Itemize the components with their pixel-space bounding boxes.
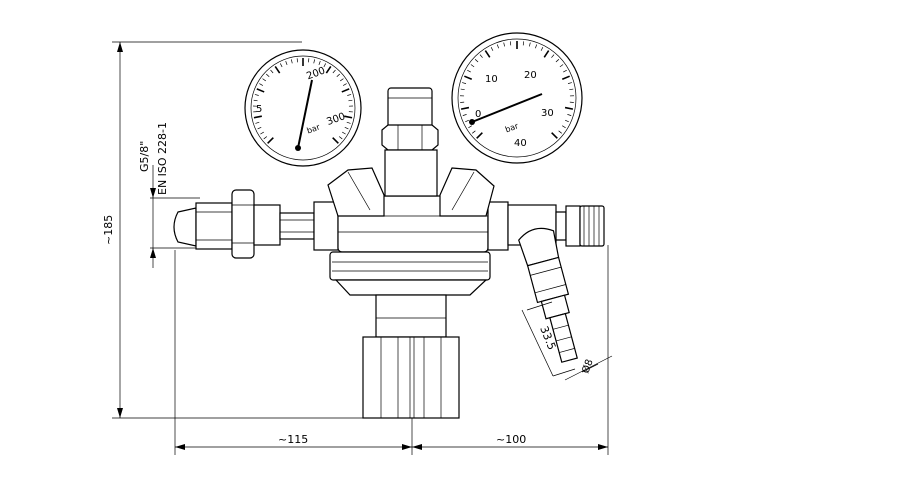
gauge-tick — [259, 83, 264, 86]
gauge-tick — [341, 88, 350, 93]
lp-label-0: 0 — [475, 109, 481, 120]
gauge-tick — [325, 65, 332, 74]
height-dimension: ~185 — [102, 41, 365, 419]
gauge-tick — [490, 47, 494, 51]
gauge-tick — [567, 82, 572, 84]
lp-unit-label: bar — [504, 121, 520, 134]
gauge-tick — [323, 63, 327, 68]
gauge-tick — [569, 88, 574, 91]
gauge-tick — [540, 47, 544, 51]
gauge-tick — [257, 126, 262, 130]
gauge-tick — [484, 50, 491, 58]
gauge-tick — [285, 60, 288, 65]
gauge-tick — [460, 88, 465, 91]
gauge-tick — [564, 106, 574, 110]
gauge-tick — [318, 60, 321, 65]
gauge-tick — [290, 59, 293, 64]
gauge-tick — [267, 137, 274, 144]
gauge-tick — [344, 126, 349, 130]
gauge-tick — [348, 99, 353, 102]
gauge-tick — [464, 75, 473, 80]
lp-label-10: 10 — [485, 74, 498, 85]
gauge-tick — [564, 119, 569, 123]
gauge-tick — [470, 64, 475, 68]
gauge-tick — [563, 69, 567, 73]
gauge-tick — [346, 121, 351, 124]
width-dimensions: ~115 ~100 — [174, 245, 609, 455]
gauge-tick — [253, 115, 262, 119]
gauge-tick — [336, 73, 340, 78]
gauge-tick — [332, 137, 339, 144]
gauge-tick — [562, 125, 566, 129]
hose-connector — [518, 227, 578, 363]
gauge-tick — [559, 64, 564, 68]
gauge-tick — [529, 42, 531, 47]
high-pressure-gauge: 5 200 300 bar — [244, 49, 362, 167]
gauge-tick — [472, 130, 476, 134]
lp-label-40: 40 — [514, 138, 527, 149]
gauge-tick — [279, 63, 283, 68]
gauge-tick — [256, 88, 265, 93]
right-width-label: ~100 — [496, 433, 526, 446]
gauge-tick — [342, 83, 347, 86]
gauge-tick — [465, 119, 470, 123]
gauge-tick — [338, 136, 343, 140]
gauge-tick — [462, 82, 467, 84]
gauge-tick — [543, 50, 550, 58]
gauge-tick — [253, 99, 258, 102]
gauge-tick — [342, 131, 346, 135]
inlet-connector — [173, 189, 315, 259]
gauge-tick — [535, 44, 538, 49]
gauge-tick — [567, 114, 572, 116]
gauge-tick — [496, 44, 499, 49]
lp-label-30: 30 — [541, 108, 554, 119]
gauge-tick — [262, 78, 266, 82]
inlet-standard-label: EN ISO 228-1 — [156, 122, 169, 195]
safety-valve — [381, 87, 439, 197]
gauge-tick — [270, 69, 274, 74]
lp-label-20: 20 — [524, 70, 537, 81]
low-pressure-gauge: 0 10 20 30 40 bar — [451, 32, 583, 164]
gauge-tick — [468, 125, 472, 129]
gauge-tick — [254, 94, 259, 96]
gauge-tick — [551, 54, 555, 58]
gauge-tick — [561, 75, 570, 80]
gauge-tick — [260, 131, 264, 135]
left-width-label: ~115 — [278, 433, 308, 446]
hp-label-5: 5 — [256, 104, 262, 115]
gauge-tick — [263, 136, 268, 140]
hp-unit-label: bar — [306, 122, 322, 135]
gauge-tick — [555, 59, 560, 63]
gauge-tick — [474, 59, 479, 63]
gauge-tick — [558, 130, 562, 134]
gauge-tick — [347, 94, 352, 96]
gauge-tick — [313, 59, 316, 64]
gauge-tick — [266, 73, 270, 78]
regulator-body — [313, 195, 509, 419]
gauge-tick — [274, 65, 281, 74]
gauge-tick — [479, 54, 483, 58]
gauge-tick — [255, 121, 260, 124]
gauge-tick — [551, 132, 558, 139]
outlet-valve — [507, 204, 605, 247]
inlet-thread-dimension: G5/8" EN ISO 228-1 — [138, 122, 200, 268]
inlet-thread-label: G5/8" — [138, 141, 151, 172]
gauge-tick — [467, 69, 471, 73]
gauge-tick — [460, 106, 470, 110]
hp-needle — [297, 79, 313, 149]
hose-diameter-label: Ø8 — [580, 358, 596, 375]
gauge-tick — [340, 78, 344, 82]
gauge-tick — [503, 42, 505, 47]
height-label: ~185 — [102, 215, 115, 245]
gauge-tick — [332, 69, 336, 74]
gauge-stems — [327, 167, 495, 217]
lp-needle — [471, 93, 543, 123]
gauge-tick — [344, 115, 353, 119]
gauge-tick — [462, 114, 467, 116]
gauge-tick — [476, 132, 483, 139]
